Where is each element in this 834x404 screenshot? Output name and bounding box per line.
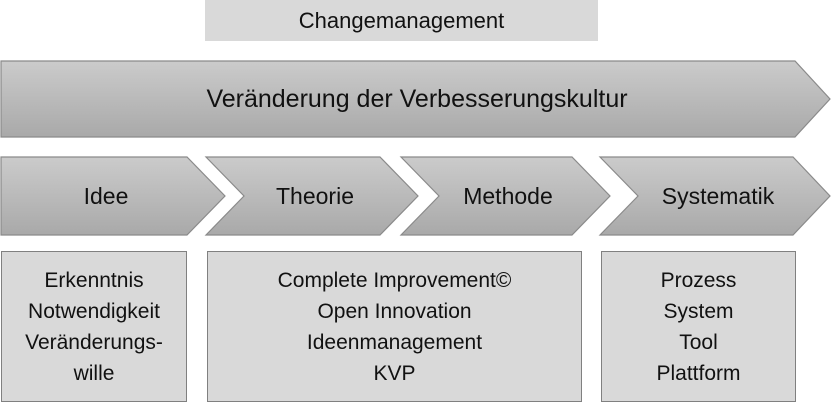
stage-methode: Methode bbox=[463, 182, 553, 209]
stage-systematik-shape bbox=[598, 156, 831, 236]
stage-idee-shape bbox=[0, 156, 226, 236]
changemanagement-header: Changemanagement bbox=[205, 0, 598, 41]
idee-details-box: Erkenntnis Notwendigkeit Veränderungs- w… bbox=[1, 251, 187, 402]
header-title: Changemanagement bbox=[298, 7, 505, 33]
box-item: Complete Improvement© bbox=[277, 268, 512, 292]
stage-idee: Idee bbox=[83, 182, 129, 209]
theorie-methode-details-box: Complete Improvement© Open Innovation Id… bbox=[207, 251, 582, 402]
box-item: Tool bbox=[679, 330, 718, 354]
stage-methode-shape bbox=[399, 156, 611, 236]
box-item: Ideenmanagement bbox=[306, 330, 483, 354]
box-item: Plattform bbox=[656, 361, 741, 385]
box-item: Open Innovation bbox=[317, 299, 472, 323]
stage-theorie-shape bbox=[204, 156, 419, 236]
stage-theorie: Theorie bbox=[276, 182, 354, 209]
box-item: System bbox=[663, 299, 734, 323]
stage-systematik: Systematik bbox=[661, 182, 775, 209]
box-item: Prozess bbox=[660, 268, 737, 292]
box-item: KVP bbox=[373, 361, 416, 385]
box-item: wille bbox=[73, 361, 115, 385]
box-item: Erkenntnis bbox=[44, 268, 144, 292]
systematik-details-box: Prozess System Tool Plattform bbox=[601, 251, 796, 402]
banner-arrow-shape bbox=[0, 60, 831, 138]
banner-label: Veränderung der Verbesserungskultur bbox=[206, 84, 628, 113]
box-item: Notwendigkeit bbox=[28, 299, 160, 323]
box-item: Veränderungs- bbox=[25, 330, 163, 354]
